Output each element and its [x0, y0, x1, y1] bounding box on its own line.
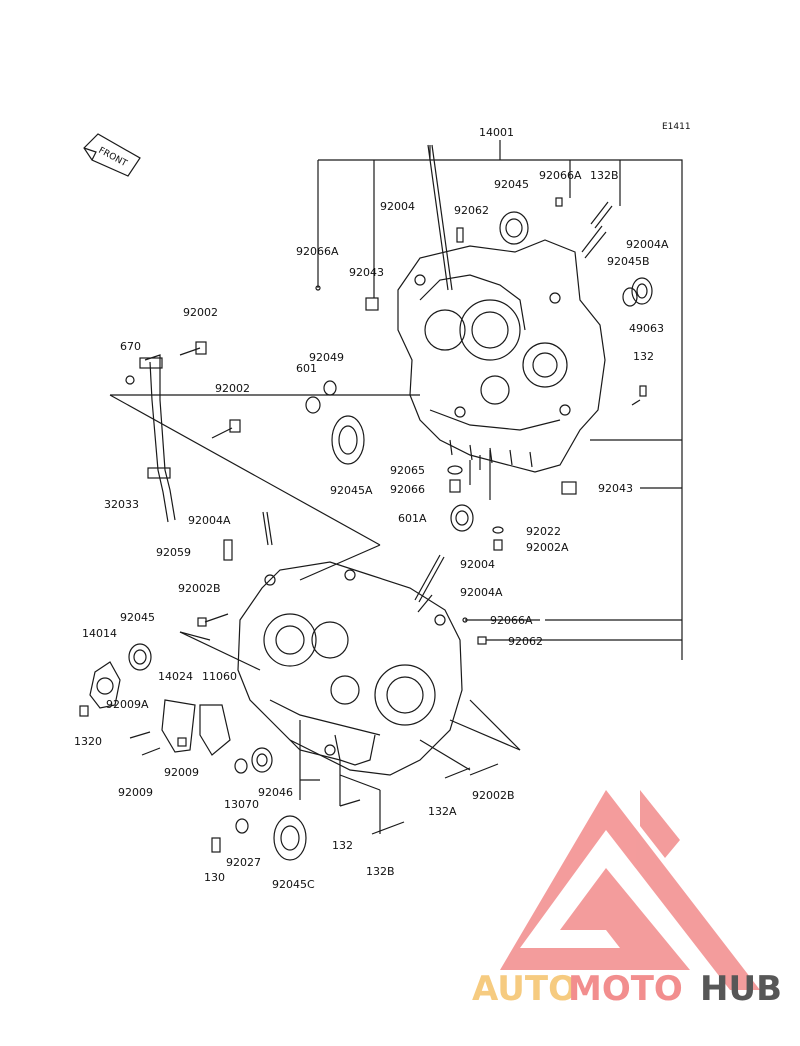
label-92065: 92065 — [390, 464, 425, 477]
label-32033: 32033 — [104, 498, 139, 511]
watermark-inner-triangle-icon — [640, 790, 680, 858]
label-92045A: 92045A — [330, 484, 373, 497]
watermark-word-moto: MOTO — [568, 969, 683, 1009]
label-14001: 14001 — [479, 126, 514, 139]
label-92045C: 92045C — [272, 878, 315, 891]
oil-pipe — [125, 341, 241, 523]
label-92062-top: 92062 — [454, 204, 489, 217]
label-132-right: 132 — [633, 350, 654, 363]
watermark-word-auto: AUTO — [472, 969, 577, 1009]
lower-crankcase — [237, 561, 463, 776]
label-92027: 92027 — [226, 856, 261, 869]
leader-lines — [109, 140, 683, 834]
label-601: 601 — [296, 362, 317, 375]
label-92066A-left: 92066A — [296, 245, 339, 258]
label-92004A-mid2: 92004A — [460, 586, 503, 599]
label-92009-a: 92009 — [164, 766, 199, 779]
label-92062-mid: 92062 — [508, 635, 543, 648]
label-92004A-mid: 92004A — [188, 514, 231, 527]
label-14024: 14024 — [158, 670, 193, 683]
label-601A: 601A — [398, 512, 427, 525]
watermark-word-hub: HUB — [700, 969, 782, 1009]
label-132B-bottom: 132B — [366, 865, 395, 878]
part-labels: 14001 92066A 132B 92004 92062 92045 9200… — [74, 126, 669, 891]
watermark-triangle-icon — [500, 790, 760, 990]
label-92004-top: 92004 — [380, 200, 415, 213]
label-92002B-right: 92002B — [472, 789, 515, 802]
label-92002A: 92002A — [526, 541, 569, 554]
label-92004-mid: 92004 — [460, 558, 495, 571]
label-132-bottom: 132 — [332, 839, 353, 852]
label-92049: 92049 — [309, 351, 344, 364]
label-92066A-top: 92066A — [539, 169, 582, 182]
label-132A: 132A — [428, 805, 457, 818]
label-92045B: 92045B — [607, 255, 650, 268]
label-92009A: 92009A — [106, 698, 149, 711]
label-92066: 92066 — [390, 483, 425, 496]
label-92002-b: 92002 — [215, 382, 250, 395]
label-92022: 92022 — [526, 525, 561, 538]
label-92045-top: 92045 — [494, 178, 529, 191]
label-670: 670 — [120, 340, 141, 353]
label-92066A-mid: 92066A — [490, 614, 533, 627]
label-92002B-left: 92002B — [178, 582, 221, 595]
label-11060: 11060 — [202, 670, 237, 683]
label-92002-a: 92002 — [183, 306, 218, 319]
label-130: 130 — [204, 871, 225, 884]
label-92046: 92046 — [258, 786, 293, 799]
automotohub-watermark-logo: AUTO MOTO HUB — [472, 790, 782, 1009]
label-49063: 49063 — [629, 322, 664, 335]
label-14014: 14014 — [82, 627, 117, 640]
label-132B-top: 132B — [590, 169, 619, 182]
label-92043-top: 92043 — [349, 266, 384, 279]
upper-crankcase — [397, 239, 606, 473]
label-92045-left: 92045 — [120, 611, 155, 624]
label-92043-right: 92043 — [598, 482, 633, 495]
label-13070: 13070 — [224, 798, 259, 811]
diagram-code: E1411 — [662, 122, 691, 132]
label-1320: 1320 — [74, 735, 102, 748]
front-arrow-icon: FRONT — [83, 133, 141, 177]
label-92009-b: 92009 — [118, 786, 153, 799]
label-92004A-top: 92004A — [626, 238, 669, 251]
label-92059: 92059 — [156, 546, 191, 559]
